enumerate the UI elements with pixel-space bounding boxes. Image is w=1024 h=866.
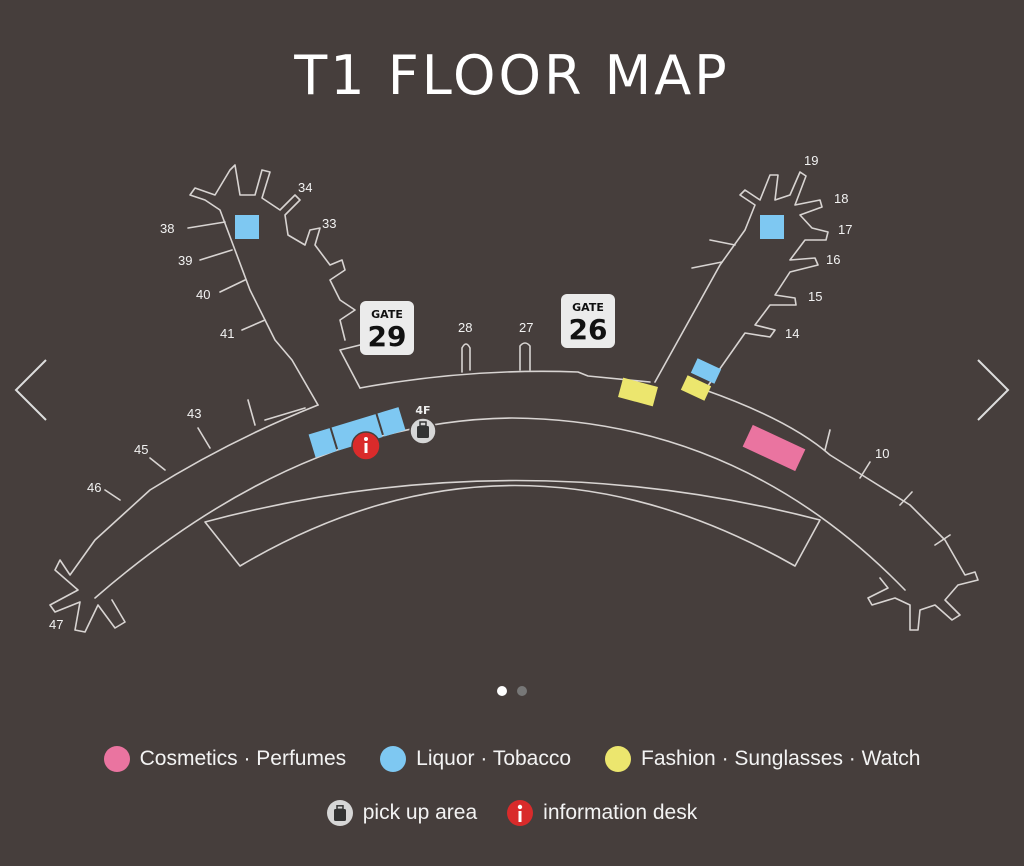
gate-label: 41 — [220, 326, 234, 341]
pickup-area-marker[interactable] — [409, 417, 437, 445]
floor-map: GATE 29 GATE 26 34 33 38 39 40 41 28 27 … — [49, 153, 979, 633]
shop-liquor-3[interactable] — [690, 358, 722, 384]
gate-label: 46 — [87, 480, 101, 495]
left-wing-stubs — [104, 399, 306, 501]
shop-fashion-2[interactable] — [680, 375, 712, 401]
gate-label: 19 — [804, 153, 818, 168]
gate-label: 16 — [826, 252, 840, 267]
gate-label: 18 — [834, 191, 848, 206]
building-core — [204, 479, 821, 567]
gate-label: 33 — [322, 216, 336, 231]
legend-label: information desk — [543, 801, 698, 824]
floor-label: 4F — [415, 404, 430, 417]
page-dot-1[interactable] — [497, 686, 507, 696]
legend-cosmetics: Cosmetics · Perfumes — [103, 746, 347, 772]
yellow-dot-icon — [605, 746, 632, 772]
left-pier — [189, 164, 361, 406]
svg-text:29: 29 — [368, 320, 407, 353]
legend-label: Fashion · Sunglasses · Watch — [641, 747, 921, 770]
gate-label: 15 — [808, 289, 822, 304]
previous-arrow-button[interactable] — [10, 358, 50, 422]
gate-label: 27 — [519, 320, 533, 335]
legend-fashion: Fashion · Sunglasses · Watch — [605, 746, 920, 772]
gate-label: 14 — [785, 326, 799, 341]
gate-stubs — [461, 342, 531, 373]
svg-text:26: 26 — [569, 313, 608, 346]
gate-label: 45 — [134, 442, 148, 457]
concourse-inner-wall — [94, 417, 906, 599]
gate-label: 17 — [838, 222, 852, 237]
gate-label: 38 — [160, 221, 174, 236]
legend-facilities: pick up area information desk — [0, 800, 1024, 826]
legend-categories: Cosmetics · Perfumes Liquor · Tobacco Fa… — [0, 746, 1024, 772]
chevron-left-icon — [14, 359, 47, 421]
left-wing — [49, 404, 319, 633]
legend-pickup: pick up area — [326, 800, 478, 826]
left-pier-stubs — [187, 221, 266, 331]
legend-liquor: Liquor · Tobacco — [380, 746, 571, 772]
gate-label: 40 — [196, 287, 210, 302]
svg-text:GATE: GATE — [572, 301, 604, 314]
gate-label: 28 — [458, 320, 472, 335]
shop-cosmetics[interactable] — [742, 424, 806, 472]
legend-info: information desk — [507, 800, 697, 826]
svg-text:GATE: GATE — [371, 308, 403, 321]
luggage-icon — [326, 800, 353, 826]
page-title: T1 FLOOR MAP — [294, 44, 730, 107]
gate-sign-26: GATE 26 — [561, 294, 615, 348]
shop-liquor-main[interactable] — [308, 407, 406, 458]
pagination-dots — [497, 686, 527, 696]
gate-sign-29: GATE 29 — [360, 301, 414, 355]
legend-label: Cosmetics · Perfumes — [139, 747, 347, 770]
gate-label: 10 — [875, 446, 889, 461]
gate-label: 34 — [298, 180, 312, 195]
info-icon — [507, 800, 534, 826]
right-pier — [654, 171, 979, 631]
chevron-right-icon — [977, 359, 1010, 421]
gate-label: 39 — [178, 253, 192, 268]
concourse-outer-wall — [359, 370, 651, 389]
next-arrow-button[interactable] — [974, 358, 1014, 422]
legend-label: Liquor · Tobacco — [416, 747, 572, 770]
shop-fashion-1[interactable] — [618, 377, 658, 407]
page-dot-2[interactable] — [517, 686, 527, 696]
info-desk-marker[interactable] — [351, 431, 381, 461]
blue-dot-icon — [380, 746, 407, 772]
gate-label: 43 — [187, 406, 201, 421]
gate-label: 47 — [49, 617, 63, 632]
right-pier-stubs — [691, 239, 951, 546]
pink-dot-icon — [103, 746, 130, 772]
shop-liquor-right-pier[interactable] — [760, 215, 784, 239]
shop-liquor-left-pier[interactable] — [235, 215, 259, 239]
legend-label: pick up area — [362, 801, 478, 824]
